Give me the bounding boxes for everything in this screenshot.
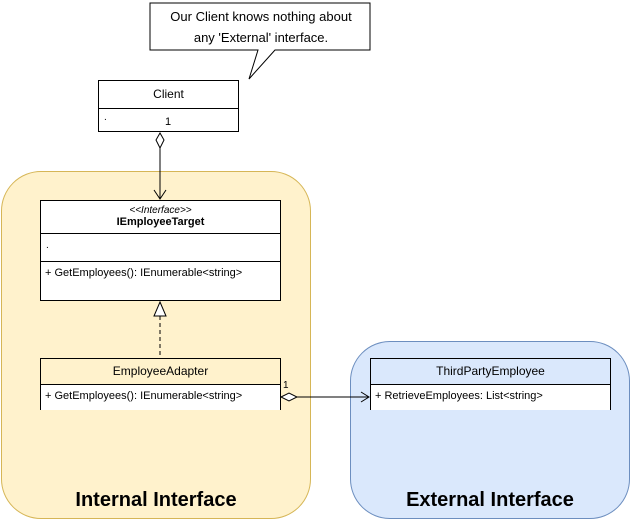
- client-arrowhead: [153, 189, 167, 200]
- client-attribute-marker: .: [104, 112, 107, 123]
- interface-stereotype: <<Interface>>: [129, 205, 192, 216]
- realization-triangle: [153, 300, 167, 317]
- note-callout-shape: [149, 2, 371, 80]
- interface-name: IEmployeeTarget: [116, 216, 205, 228]
- employee-adapter-name: EmployeeAdapter: [112, 364, 209, 378]
- employee-adapter-class: EmployeeAdapter + GetEmployees(): IEnume…: [40, 358, 281, 410]
- employee-adapter-operation: + GetEmployees(): IEnumerable<string>: [41, 385, 280, 410]
- note-text: Our Client knows nothing about any 'Exte…: [152, 6, 370, 48]
- iemployee-target-interface: <<Interface>> IEmployeeTarget . + GetEmp…: [40, 200, 281, 301]
- third-party-employee-class: ThirdPartyEmployee + RetrieveEmployees: …: [370, 358, 611, 410]
- interface-attribute-marker: .: [46, 240, 49, 251]
- interface-operation: + GetEmployees(): IEnumerable<string>: [45, 267, 243, 279]
- client-class-name: Client: [153, 87, 184, 101]
- internal-interface-label: Internal Interface: [75, 489, 237, 511]
- client-multiplicity: 1: [165, 116, 172, 128]
- client-aggregation-diamond: [155, 131, 165, 150]
- external-interface-label: External Interface: [406, 489, 574, 511]
- adapter-arrowhead: [360, 391, 370, 403]
- adapter-multiplicity: 1: [283, 380, 289, 391]
- note-line-1: Our Client knows nothing about: [170, 9, 352, 24]
- adapter-aggregation-diamond: [279, 392, 299, 402]
- note-line-2: any 'External' interface.: [193, 30, 329, 45]
- third-party-employee-operation: + RetrieveEmployees: List<string>: [371, 385, 610, 410]
- third-party-employee-name: ThirdPartyEmployee: [436, 364, 545, 378]
- client-class: Client . 1: [98, 80, 239, 132]
